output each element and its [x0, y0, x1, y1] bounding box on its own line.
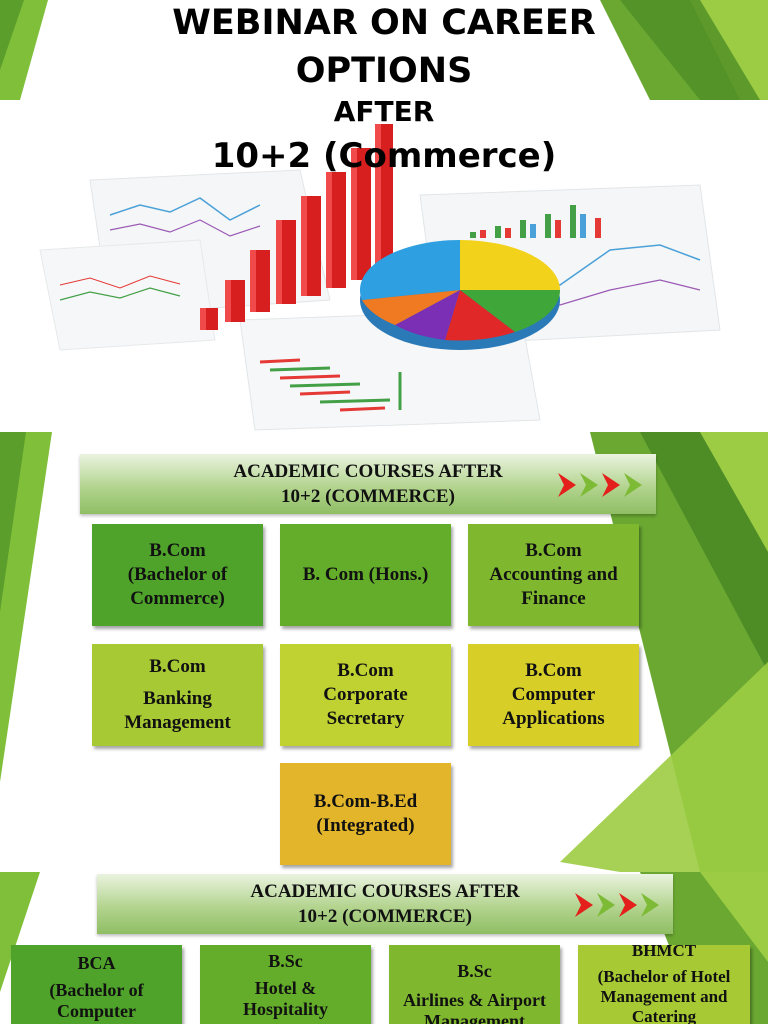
banner-line2: 10+2 (COMMERCE)	[281, 486, 455, 507]
section-banner: ACADEMIC COURSES AFTER 10+2 (COMMERCE)	[80, 454, 656, 514]
course-box-bca[interactable]: BCA (Bachelor of Computer	[11, 945, 182, 1024]
section-banner-2: ACADEMIC COURSES AFTER 10+2 (COMMERCE)	[97, 874, 673, 934]
course-box-bcom-accounting-finance[interactable]: B.Com Accounting and Finance	[468, 524, 639, 626]
webinar-title-line2: OPTIONS	[295, 51, 473, 91]
course-box-bcom-banking[interactable]: B.Com Banking Management	[92, 644, 263, 746]
webinar-title-line1: WEBINAR ON CAREER	[172, 3, 596, 43]
banner2-line2: 10+2 (COMMERCE)	[298, 906, 472, 927]
business-chart-illustration	[0, 0, 768, 431]
title-slide: WEBINAR ON CAREER OPTIONS AFTER 10+2 (Co…	[0, 0, 768, 432]
webinar-subtitle: 10+2 (Commerce)	[211, 136, 557, 176]
course-box-bcom-corporate-secretary[interactable]: B.Com Corporate Secretary	[280, 644, 451, 746]
course-box-bcom-computer-applications[interactable]: B.Com Computer Applications	[468, 644, 639, 746]
chevron-arrows-icon	[575, 893, 659, 917]
course-box-bsc-airlines-airport[interactable]: B.Sc Airlines & Airport Management	[389, 945, 560, 1024]
course-box-bcom-hons[interactable]: B. Com (Hons.)	[280, 524, 451, 626]
banner-line1: ACADEMIC COURSES AFTER	[233, 461, 503, 482]
course-box-bhmct[interactable]: BHMCT (Bachelor of Hotel Management and …	[578, 941, 750, 1024]
course-box-bcom-bed[interactable]: B.Com-B.Ed (Integrated)	[280, 763, 451, 865]
chevron-arrows-icon	[558, 473, 642, 497]
courses-slide-1: ACADEMIC COURSES AFTER 10+2 (COMMERCE) B…	[0, 432, 768, 872]
course-box-bcom[interactable]: B.Com (Bachelor of Commerce)	[92, 524, 263, 626]
webinar-title-line3: AFTER	[333, 95, 435, 128]
courses-slide-2: ACADEMIC COURSES AFTER 10+2 (COMMERCE) B…	[0, 872, 768, 1024]
banner2-line1: ACADEMIC COURSES AFTER	[250, 881, 520, 902]
course-box-bsc-hotel-hospitality[interactable]: B.Sc Hotel & Hospitality	[200, 945, 371, 1024]
